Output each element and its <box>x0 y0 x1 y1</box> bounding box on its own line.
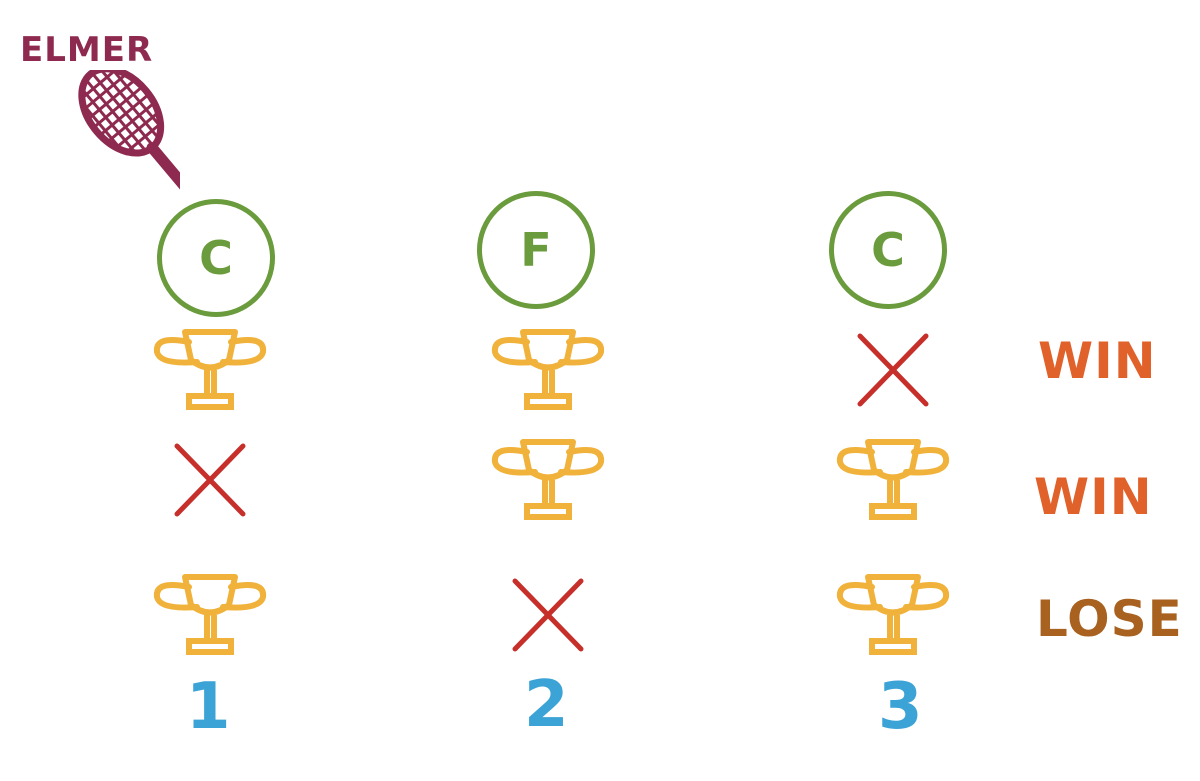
serve-circle-1: C <box>157 199 275 317</box>
result-label-2: WIN <box>1034 468 1153 526</box>
serve-letter-2: F <box>520 223 552 277</box>
trophy-icon <box>828 565 958 665</box>
column-number-1: 1 <box>186 670 231 744</box>
serve-letter-1: C <box>199 231 233 285</box>
serve-circle-2: F <box>477 191 595 309</box>
column-number-2: 2 <box>524 668 569 742</box>
tennis-racket-icon <box>30 70 180 190</box>
cross-icon <box>145 430 275 530</box>
trophy-icon <box>828 430 958 530</box>
serve-circle-3: C <box>829 191 947 309</box>
cross-icon <box>828 320 958 420</box>
trophy-icon <box>483 430 613 530</box>
cross-icon <box>483 565 613 665</box>
result-label-3: LOSE <box>1036 590 1183 648</box>
serve-letter-3: C <box>871 223 905 277</box>
result-label-1: WIN <box>1038 332 1157 390</box>
player-name: ELMER <box>20 30 154 70</box>
column-number-3: 3 <box>878 670 923 744</box>
trophy-icon <box>145 320 275 420</box>
trophy-icon <box>483 320 613 420</box>
trophy-icon <box>145 565 275 665</box>
